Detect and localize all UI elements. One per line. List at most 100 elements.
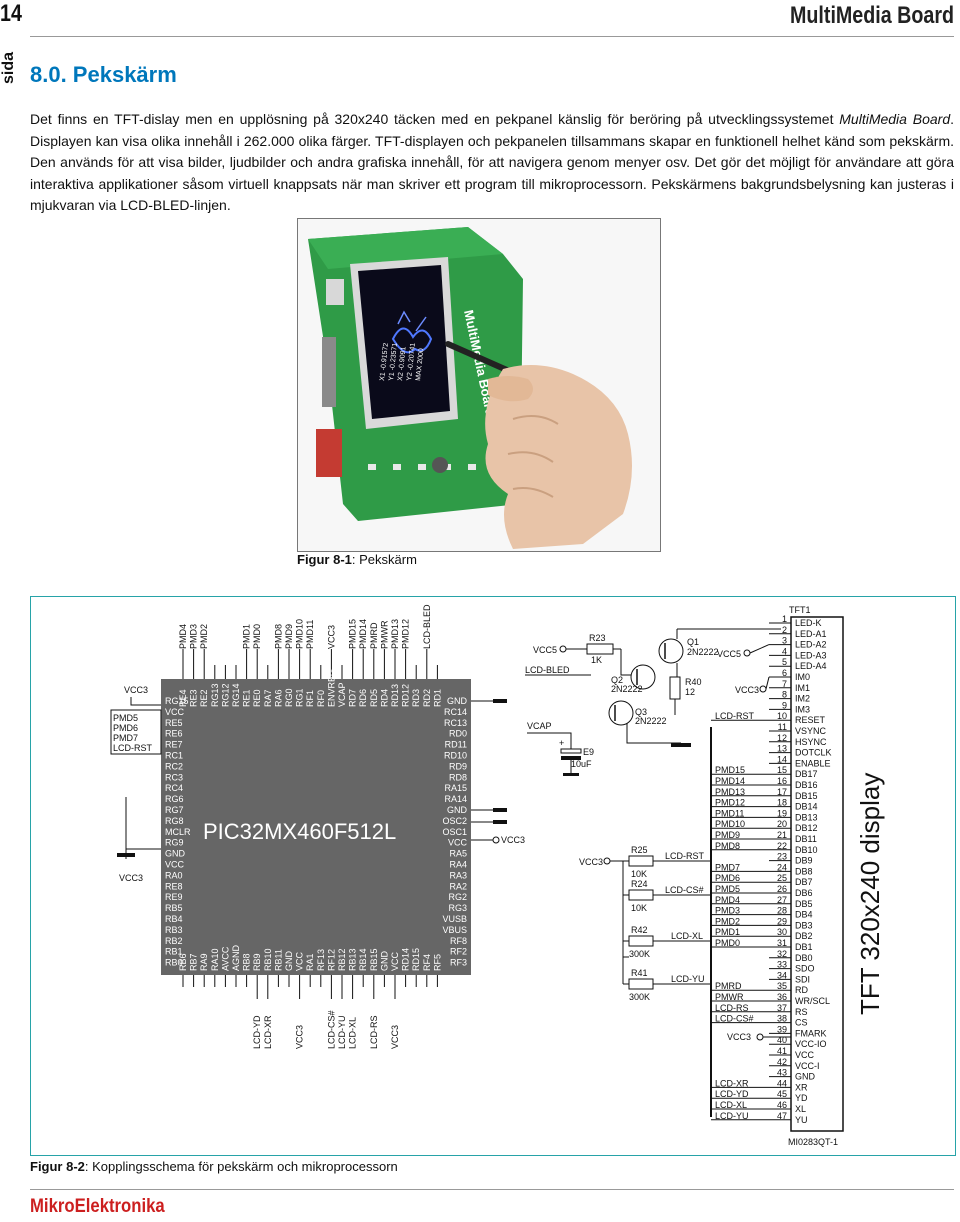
mcu-top-net: PMD9	[284, 624, 294, 649]
connector-part: MI0283QT-1	[788, 1137, 838, 1147]
mcu-right-pin: RD9	[449, 761, 467, 771]
connector-pin-number: 45	[777, 1089, 787, 1099]
connector-pin: DB4	[795, 910, 813, 920]
connector-pin: DB8	[795, 866, 813, 876]
left-net-pmd6: PMD6	[113, 723, 138, 733]
mcu-bottom-pin: RB8	[242, 953, 252, 971]
mcu-top-pin: RD5	[369, 689, 379, 707]
connector-pin-number: 12	[777, 733, 787, 743]
mcu-right-pin: RF3	[450, 958, 467, 968]
r23-value: 1K	[591, 655, 602, 665]
connector-pin-number: 43	[777, 1068, 787, 1078]
mcu-top-pin: RE2	[199, 689, 209, 707]
net-lcd-bled: LCD-BLED	[525, 665, 570, 675]
mcu-top-pin: RA7	[263, 689, 273, 707]
connector-pin: DB15	[795, 791, 818, 801]
q2-type: 2N2222	[611, 684, 643, 694]
touchscreen-photo-illustration: MultiMedia Board X1 -0.91572 Y1 -0.23571…	[308, 227, 632, 549]
mcu-right-pin: VBUS	[442, 925, 467, 935]
mcu-left-pin: RB2	[165, 936, 183, 946]
mcu-top-pin: RD6	[358, 689, 368, 707]
net-lcd-cs: LCD-CS#	[665, 885, 704, 895]
screen-text-2: Y1 -0.23571	[388, 342, 399, 381]
connector-pin-number: 33	[777, 960, 787, 970]
mcu-right-pin: RF2	[450, 947, 467, 957]
screen-text-4: Y2 -0.20741	[406, 342, 417, 381]
mcu-bottom-pin: RB10	[263, 948, 273, 971]
connector-left-net: PMD5	[715, 884, 740, 894]
connector-pin: DB3	[795, 920, 813, 930]
figure-2-caption-text: : Kopplingsschema för pekskärm och mikro…	[84, 1159, 398, 1174]
connector-pin-number: 23	[777, 852, 787, 862]
connector-left-net: PMD15	[715, 765, 745, 775]
connector-pin: YU	[795, 1115, 808, 1125]
mcu-left-pin: VCC	[165, 860, 185, 870]
connector-pin-number: 13	[777, 744, 787, 754]
mcu-top-net: PMD10	[295, 619, 305, 649]
connector-left-net: PMRD	[715, 981, 742, 991]
mcu-top-net: PMD11	[305, 620, 315, 649]
net-vcc5-b: VCC5	[717, 649, 741, 659]
figure-2-caption-label: Figur 8-2	[30, 1159, 85, 1174]
connector-pin: DB1	[795, 942, 813, 952]
mcu-bottom-pin: RB13	[348, 948, 358, 971]
mcu-right-pin: RD10	[444, 751, 467, 761]
mcu-top-pin: RD12	[401, 684, 411, 707]
connector-pin-number: 15	[777, 765, 787, 775]
mcu-right-pin: RC14	[444, 707, 467, 717]
mcu-top-net: PMD15	[348, 619, 358, 649]
mcu-right-gnd	[471, 699, 507, 824]
mcu-bottom-pin: RA9	[199, 953, 209, 971]
mcu-bottom-pin: RB11	[273, 949, 283, 971]
mcu-left-pin: RG6	[165, 794, 184, 804]
left-net-vcc3-bottom: VCC3	[119, 873, 143, 883]
mcu-top-pin: ENVREG	[326, 669, 336, 707]
mcu-top-pin: RD7	[348, 689, 358, 707]
mcu-left-pin: RB3	[165, 925, 183, 935]
mcu-bottom-net: LCD-CS#	[326, 1010, 336, 1049]
r40-value: 12	[685, 687, 695, 697]
connector-pin: YD	[795, 1093, 808, 1103]
connector-left-net: LCD-XL	[715, 1100, 747, 1110]
connector-pin: SDO	[795, 964, 815, 974]
screen-text-1: X1 -0.91572	[379, 342, 390, 381]
mcu-bottom-pin: GND	[379, 951, 389, 972]
connector-pin-number: 44	[777, 1078, 787, 1088]
mcu-bottom-net: VCC3	[390, 1025, 400, 1049]
connector-pin: DB7	[795, 877, 813, 887]
mcu-bottom-pin: RB9	[252, 953, 262, 971]
connector-left-net: PMD0	[715, 938, 740, 948]
mcu-top-net: PMD3	[189, 624, 199, 649]
connector-name: TFT1	[789, 605, 811, 615]
mcu-bottom-pin: AVCC	[220, 946, 230, 971]
q3-type: 2N2222	[635, 716, 667, 726]
connector-pin-number: 29	[777, 916, 787, 926]
header-divider	[30, 36, 954, 37]
connector-pin: LED-A3	[795, 650, 827, 660]
mcu-bottom-pin: VCC	[390, 951, 400, 971]
mcu-right-pin: RD11	[445, 740, 467, 750]
connector-pin-number: 35	[777, 981, 787, 991]
mcu-right-pin: RA14	[444, 794, 467, 804]
mcu-bottom-pin: RD14	[401, 948, 411, 971]
connector-pin: GND	[795, 1072, 816, 1082]
mcu-bottom-pin: RD15	[411, 948, 421, 971]
connector-pin-number: 8	[782, 690, 787, 700]
mcu-right-pin: RC13	[444, 718, 467, 728]
mcu-bottom-pin: RF13	[316, 949, 326, 971]
connector-left-net: PMD9	[715, 830, 740, 840]
r24-label: R24	[631, 879, 648, 889]
connector-pin: DB16	[795, 780, 818, 790]
connector-pin-number: 37	[777, 1003, 787, 1013]
mcu-left-pin: GND	[165, 849, 186, 859]
mcu-bottom-net: LCD-YU	[337, 1015, 347, 1049]
connector-pin: IM1	[795, 683, 810, 693]
mcu-bottom-net: LCD-YD	[252, 1015, 262, 1049]
paragraph-part-2: . Displayen kan visa olika innehåll i 26…	[30, 111, 955, 214]
connector-pin-number: 3	[782, 636, 787, 646]
left-net-lcd-rst: LCD-RST	[113, 743, 153, 753]
connector-pin: RESET	[795, 715, 826, 725]
mcu-top-net: VCC3	[326, 625, 336, 649]
